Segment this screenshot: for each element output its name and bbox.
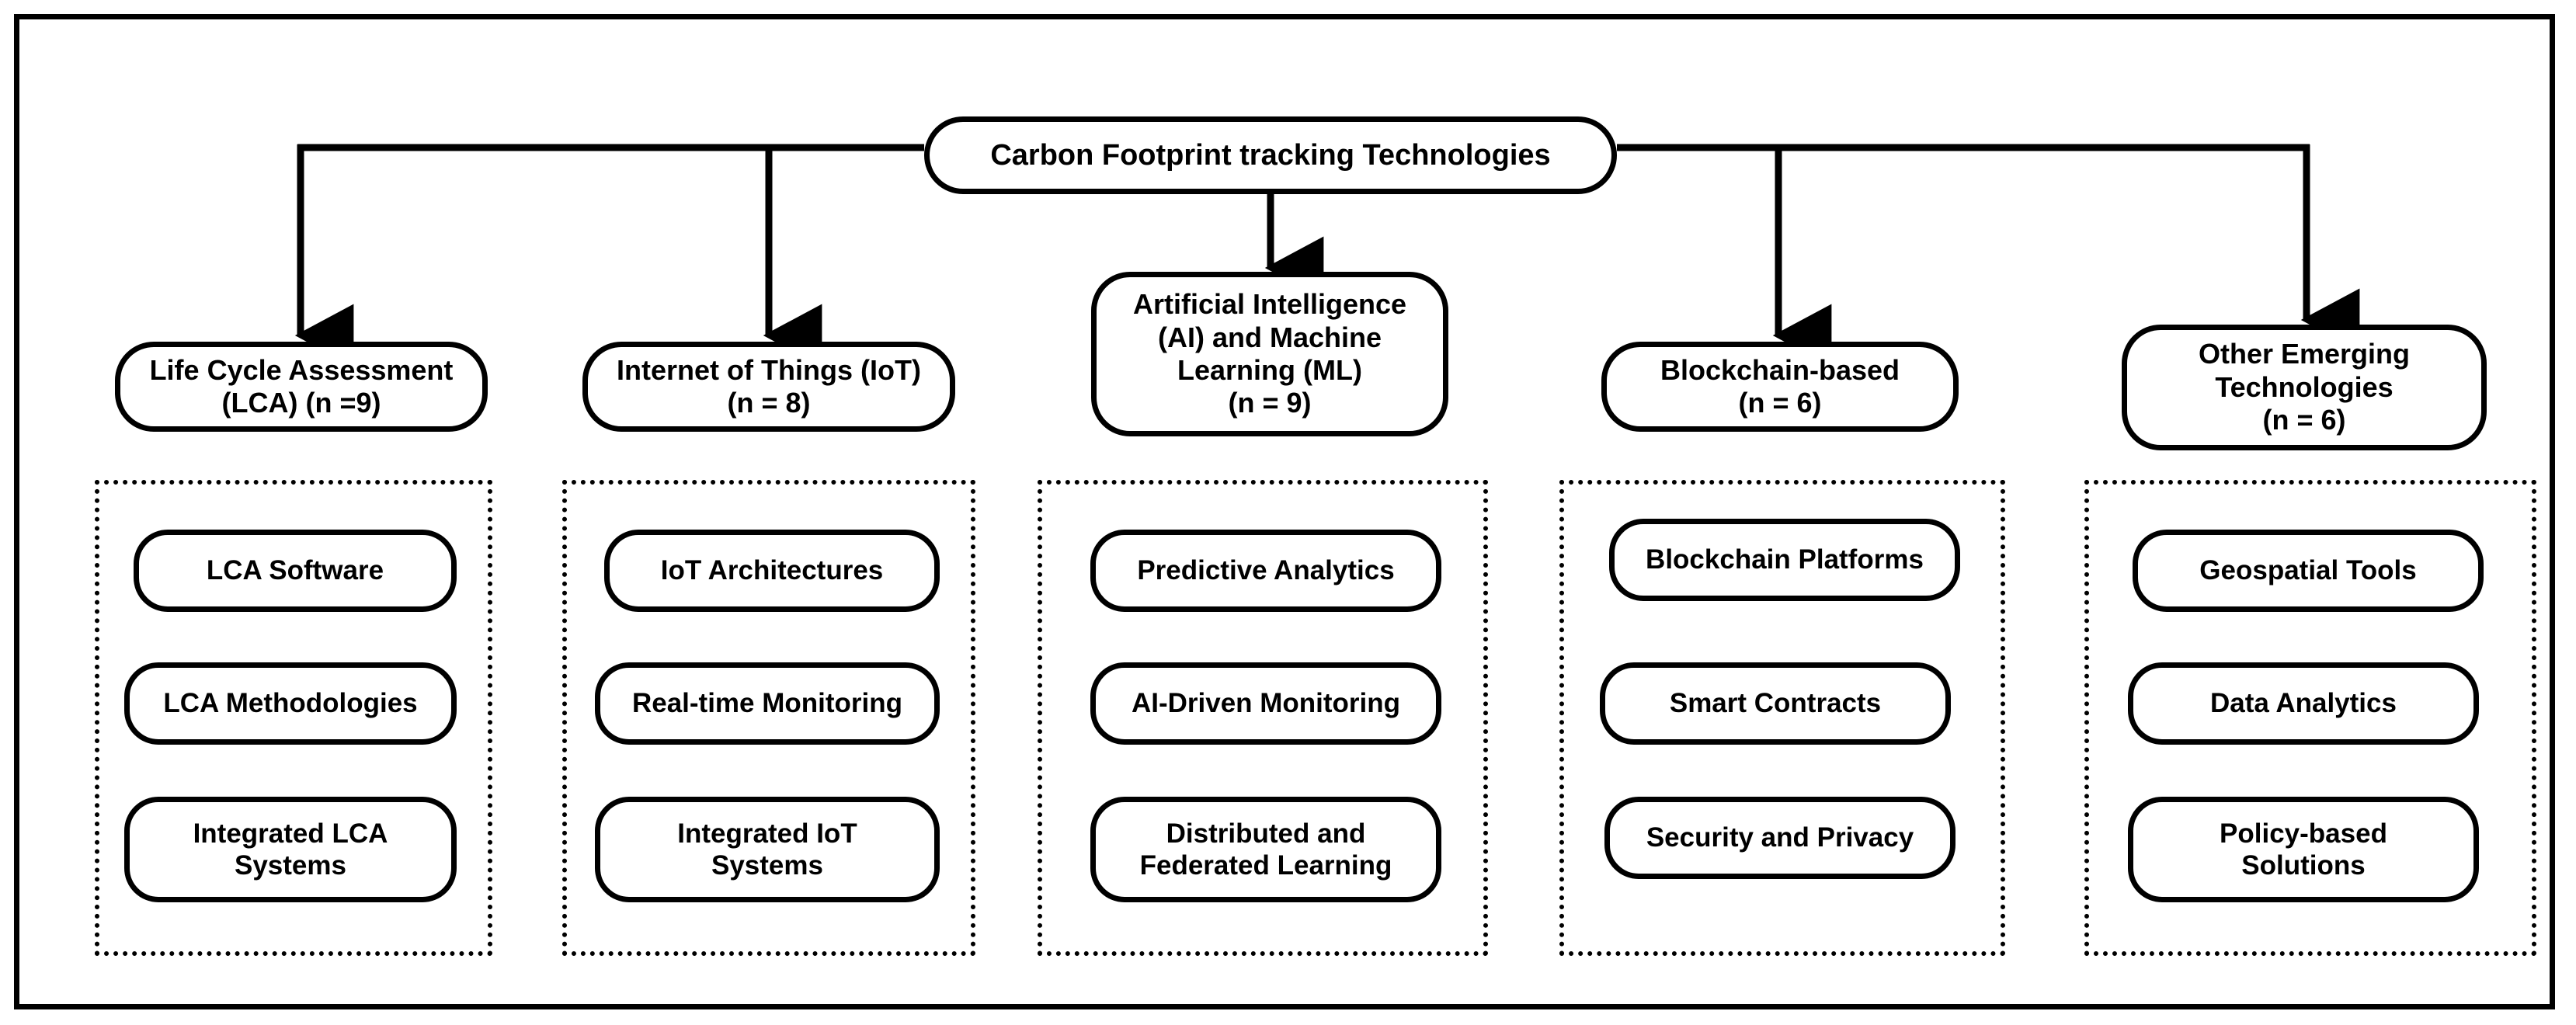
leaf-node-integrated-lca-systems[interactable]: Integrated LCA Systems: [124, 797, 457, 902]
leaf-node-integrated-iot-systems[interactable]: Integrated IoT Systems: [595, 797, 940, 902]
category-node-aiml[interactable]: Artificial Intelligence (AI) and Machine…: [1091, 272, 1448, 436]
category-node-lca-label: Life Cycle Assessment (LCA) (n =9): [149, 353, 454, 419]
leaf-node-geospatial-tools[interactable]: Geospatial Tools: [2133, 530, 2484, 612]
outer-frame-border: [14, 14, 2555, 1009]
group-box-lca: [95, 480, 492, 956]
leaf-node-predictive-analytics-label: Predictive Analytics: [1137, 555, 1395, 586]
leaf-node-distributed-federated-learning[interactable]: Distributed and Federated Learning: [1090, 797, 1441, 902]
leaf-node-policy-based-solutions[interactable]: Policy-based Solutions: [2128, 797, 2479, 902]
group-box-blockchain: [1559, 480, 2005, 956]
group-box-iot: [562, 480, 975, 956]
leaf-node-distributed-federated-learning-label: Distributed and Federated Learning: [1139, 818, 1392, 881]
category-node-other-label: Other Emerging Technologies (n = 6): [2198, 338, 2411, 436]
leaf-node-iot-architectures[interactable]: IoT Architectures: [604, 530, 940, 612]
leaf-node-security-and-privacy-label: Security and Privacy: [1646, 822, 1914, 853]
category-node-blockchain[interactable]: Blockchain-based (n = 6): [1601, 342, 1959, 432]
leaf-node-lca-software-label: LCA Software: [206, 555, 384, 586]
leaf-node-geospatial-tools-label: Geospatial Tools: [2199, 555, 2417, 586]
leaf-node-lca-methodologies[interactable]: LCA Methodologies: [124, 662, 457, 745]
group-box-other: [2084, 480, 2536, 956]
leaf-node-iot-architectures-label: IoT Architectures: [660, 555, 884, 586]
group-box-aiml: [1038, 480, 1488, 956]
leaf-node-integrated-lca-systems-label: Integrated LCA Systems: [193, 818, 388, 881]
leaf-node-real-time-monitoring-label: Real-time Monitoring: [631, 688, 903, 719]
category-node-other[interactable]: Other Emerging Technologies (n = 6): [2122, 325, 2487, 450]
category-node-iot[interactable]: Internet of Things (IoT) (n = 8): [582, 342, 955, 432]
root-node-label: Carbon Footprint tracking Technologies: [990, 138, 1551, 172]
leaf-node-policy-based-solutions-label: Policy-based Solutions: [2220, 818, 2387, 881]
leaf-node-smart-contracts-label: Smart Contracts: [1669, 688, 1882, 719]
leaf-node-ai-driven-monitoring-label: AI-Driven Monitoring: [1131, 688, 1401, 719]
leaf-node-smart-contracts[interactable]: Smart Contracts: [1600, 662, 1951, 745]
leaf-node-lca-software[interactable]: LCA Software: [134, 530, 457, 612]
leaf-node-integrated-iot-systems-label: Integrated IoT Systems: [677, 818, 857, 881]
leaf-node-security-and-privacy[interactable]: Security and Privacy: [1604, 797, 1955, 879]
root-node[interactable]: Carbon Footprint tracking Technologies: [924, 116, 1617, 194]
leaf-node-lca-methodologies-label: LCA Methodologies: [163, 688, 418, 719]
leaf-node-data-analytics-label: Data Analytics: [2210, 688, 2397, 719]
category-node-aiml-label: Artificial Intelligence (AI) and Machine…: [1132, 288, 1407, 419]
leaf-node-real-time-monitoring[interactable]: Real-time Monitoring: [595, 662, 940, 745]
leaf-node-blockchain-platforms-label: Blockchain Platforms: [1646, 544, 1924, 575]
leaf-node-ai-driven-monitoring[interactable]: AI-Driven Monitoring: [1090, 662, 1441, 745]
category-node-iot-label: Internet of Things (IoT) (n = 8): [617, 353, 921, 419]
leaf-node-predictive-analytics[interactable]: Predictive Analytics: [1090, 530, 1441, 612]
category-node-lca[interactable]: Life Cycle Assessment (LCA) (n =9): [115, 342, 488, 432]
leaf-node-data-analytics[interactable]: Data Analytics: [2128, 662, 2479, 745]
category-node-blockchain-label: Blockchain-based (n = 6): [1660, 353, 1900, 419]
leaf-node-blockchain-platforms[interactable]: Blockchain Platforms: [1609, 519, 1960, 601]
